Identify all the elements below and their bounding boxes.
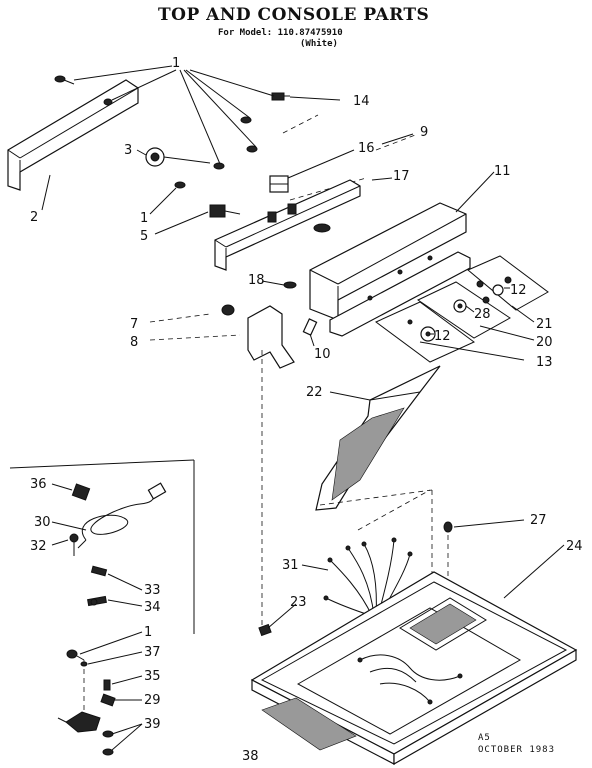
callout-32: 32 [30, 539, 47, 554]
screw-part-1 [54, 75, 75, 85]
part-strain-relief [71, 483, 91, 501]
part-10 [302, 318, 318, 336]
control-group-lower [375, 301, 475, 363]
callout-22: 22 [306, 385, 323, 400]
part-34 [87, 595, 107, 607]
screw-part-1f [174, 181, 186, 189]
part-7 [221, 304, 235, 316]
part-knob [145, 147, 211, 167]
part-terminal-block [57, 711, 101, 733]
callouts: 1 14 9 3 16 17 11 2 1 5 18 12 28 21 7 8 … [30, 56, 583, 764]
callout-30: 30 [34, 515, 51, 530]
callout-35: 35 [144, 669, 161, 684]
screw-part-1b [103, 98, 113, 106]
part-trim-strip [7, 79, 139, 191]
callout-10: 10 [314, 347, 331, 362]
screw-part-1c [240, 116, 252, 124]
part-37 [80, 661, 88, 667]
callout-23: 23 [290, 595, 307, 610]
part-16 [269, 175, 289, 193]
part-bracket [247, 305, 295, 369]
color-label: (White) [300, 38, 338, 49]
part-console-rail [214, 179, 361, 271]
part-14 [271, 92, 290, 101]
callout-11: 11 [494, 164, 511, 179]
callout-33: 33 [144, 583, 161, 598]
part-power-cord [77, 482, 167, 549]
callout-17: 17 [393, 169, 410, 184]
callout-16: 16 [358, 141, 375, 156]
callout-1-inset: 1 [144, 625, 152, 640]
callout-31: 31 [282, 558, 299, 573]
part-23 [258, 623, 272, 637]
part-33 [90, 565, 108, 577]
callout-38: 38 [242, 749, 259, 764]
callout-27: 27 [530, 513, 547, 528]
part-insulation-pad [261, 697, 357, 751]
stamp-date: OCTOBER 1983 [478, 745, 555, 755]
callout-2: 2 [30, 210, 38, 225]
part-switch [209, 204, 241, 218]
screw-part-1d [246, 145, 258, 153]
control-group-middle [416, 281, 511, 339]
callout-20: 20 [536, 335, 553, 350]
callout-1-switch: 1 [140, 211, 148, 226]
callout-5: 5 [140, 229, 148, 244]
callout-36: 36 [30, 477, 47, 492]
callout-13: 13 [536, 355, 553, 370]
screw-part-1g [66, 649, 85, 661]
part-39 [102, 730, 114, 756]
model-number: For Model: 110.87475910 [218, 28, 343, 38]
screw-part-32 [69, 533, 79, 556]
screw-part-1e [213, 162, 225, 170]
screw-part-27 [443, 521, 453, 533]
callout-28: 28 [474, 307, 491, 322]
part-29 [100, 693, 116, 707]
callout-12-lower: 12 [434, 329, 451, 344]
diagram-title: TOP AND CONSOLE PARTS [158, 5, 429, 25]
part-35 [103, 679, 111, 691]
callout-9: 9 [420, 125, 428, 140]
callout-24: 24 [566, 539, 583, 554]
callout-12-upper: 12 [510, 283, 527, 298]
stamp-code: A5 [478, 733, 491, 743]
callout-14: 14 [353, 94, 370, 109]
part-console-panel [309, 202, 471, 337]
callout-37: 37 [144, 645, 161, 660]
callout-8: 8 [130, 335, 138, 350]
callout-18: 18 [248, 273, 265, 288]
part-air-duct [315, 365, 441, 511]
screw-part-18 [283, 281, 297, 289]
control-group-upper [467, 255, 549, 311]
inset-box [9, 459, 195, 634]
callout-39: 39 [144, 717, 161, 732]
callout-29: 29 [144, 693, 161, 708]
leader-lines [41, 65, 565, 751]
callout-7: 7 [130, 317, 138, 332]
callout-3: 3 [124, 143, 132, 158]
callout-21: 21 [536, 317, 553, 332]
callout-34: 34 [144, 600, 161, 615]
callout-1: 1 [172, 56, 180, 71]
